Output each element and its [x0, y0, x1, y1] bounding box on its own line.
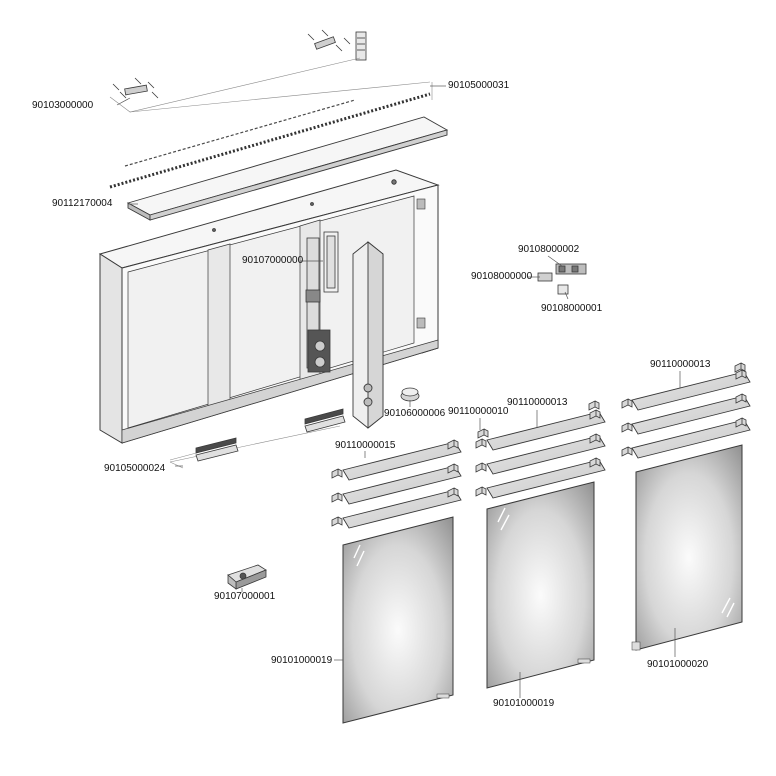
shelf-clip-right-a-3: [621, 446, 633, 457]
shelf-right-2: [631, 395, 751, 435]
label-door-middle: 90101000019: [493, 698, 555, 709]
label-top-cover: 90112170004: [52, 198, 113, 209]
bottom-strips: [195, 408, 346, 462]
hinge-parts: [537, 263, 587, 295]
label-shelves-left: 90110000015: [335, 440, 396, 451]
shelf-clip-left-a-1: [331, 468, 343, 479]
center-column: [352, 241, 384, 429]
shelf-clip-middle-b-2: [589, 433, 601, 444]
label-hinge-mid: 90108000000: [471, 271, 533, 282]
shelf-left-2: [342, 465, 462, 505]
label-door-right: 90101000020: [647, 659, 709, 670]
cap: [400, 387, 420, 402]
shelf-clip-right-b-2: [735, 393, 747, 404]
shelf-clip-middle-a-1: [475, 438, 487, 449]
center-socket-panel: [305, 231, 339, 373]
shelf-middle-1: [486, 411, 606, 451]
label-top-left-bracket: 90103000000: [32, 100, 94, 111]
label-door-left: 90101000019: [271, 655, 333, 666]
shelf-clip-right-b-3: [735, 417, 747, 428]
shelf-clip-left-b-1: [447, 439, 459, 450]
label-hinge-small: 90108000001: [541, 303, 603, 314]
label-shelves-right: 90110000013: [650, 359, 711, 370]
mirror-door-left: [342, 516, 454, 724]
shelf-clip-middle-a-2: [475, 462, 487, 473]
shelf-clip-middle-b-3: [589, 457, 601, 468]
mirror-door-middle: [486, 481, 595, 689]
mirror-door-right: [631, 444, 743, 651]
top-right-screw-set: [307, 29, 367, 61]
shelf-clip-middle-b-1: [589, 409, 601, 420]
shelf-clip-left-b-3: [447, 487, 459, 498]
label-led-strip: 90105000031: [448, 80, 510, 91]
shelf-left-3: [342, 489, 462, 529]
label-cap: 90106000006: [384, 408, 446, 419]
clip-extra-middle: [588, 400, 600, 411]
shelf-clip-right-b-1: [735, 369, 747, 380]
shelf-right-3: [631, 419, 751, 459]
label-clip-middle: 90110000010: [448, 406, 509, 417]
shelf-clip-middle-a-3: [475, 486, 487, 497]
shelf-clip-right-a-1: [621, 398, 633, 409]
leader-lines: [116, 85, 681, 698]
shelf-right-1: [631, 371, 751, 411]
clip-extra-right: [734, 362, 746, 373]
shelf-clip-left-a-2: [331, 492, 343, 503]
label-driver: 90107000001: [214, 591, 276, 602]
label-bottom-strip: 90105000024: [104, 463, 166, 474]
guide-lines: [109, 57, 433, 469]
shelf-clip-left-a-3: [331, 516, 343, 527]
shelves: [331, 362, 751, 529]
shelf-clip-right-a-2: [621, 422, 633, 433]
driver-box: [227, 564, 267, 590]
clip-extra-middle-2: [477, 428, 489, 439]
shelf-middle-2: [486, 435, 606, 475]
top-cover: [126, 116, 449, 221]
shelf-left-1: [342, 441, 462, 481]
top-left-bracket: [112, 77, 159, 99]
label-shelves-middle: 90110000013: [507, 397, 568, 408]
label-center-socket: 90107000000: [242, 255, 304, 266]
label-hinge-upper: 90108000002: [518, 244, 580, 255]
shelf-clip-left-b-2: [447, 463, 459, 474]
led-strip: [109, 92, 431, 189]
shelf-middle-3: [486, 459, 606, 499]
